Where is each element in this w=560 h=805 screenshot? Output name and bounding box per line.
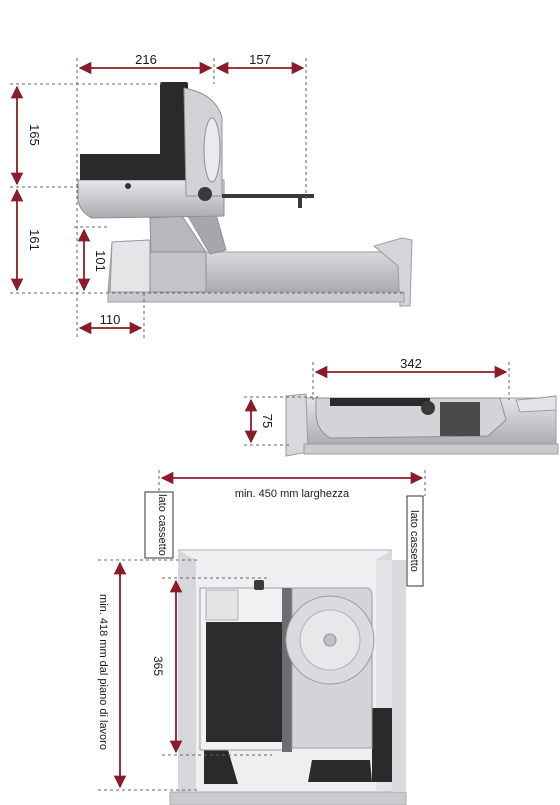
drawer-side-left-label: lato cassetto — [144, 491, 174, 559]
dim-label-165: 165 — [27, 124, 42, 146]
dim-label-365: 365 — [151, 656, 165, 676]
slicer-support-arm — [149, 213, 227, 293]
slicer-body — [77, 82, 314, 219]
dim-label-216: 216 — [135, 52, 157, 67]
dim-label-157: 157 — [249, 52, 271, 67]
min-width-label: min. 450 mm larghezza — [235, 488, 350, 500]
dim-label-342: 342 — [400, 356, 422, 371]
dim-label-161: 161 — [27, 229, 42, 251]
svg-text:lato cassetto: lato cassetto — [156, 494, 168, 556]
slicer-top-view — [199, 580, 392, 784]
svg-text:lato cassetto: lato cassetto — [408, 510, 420, 572]
slicer-lowered — [285, 393, 559, 457]
dim-label-75: 75 — [260, 414, 275, 428]
lowered-view: 342 75 — [244, 356, 559, 457]
drawer-view: min. 450 mm larghezza lato cassetto lato… — [97, 470, 426, 805]
drawer-side-right-label: lato cassetto — [406, 495, 424, 587]
dim-label-110: 110 — [100, 312, 121, 327]
dim-label-101: 101 — [93, 250, 108, 272]
min-height-label: min. 418 mm dal piano di lavoro — [97, 594, 109, 750]
side-view: 216 157 165 161 101 110 — [10, 52, 413, 338]
